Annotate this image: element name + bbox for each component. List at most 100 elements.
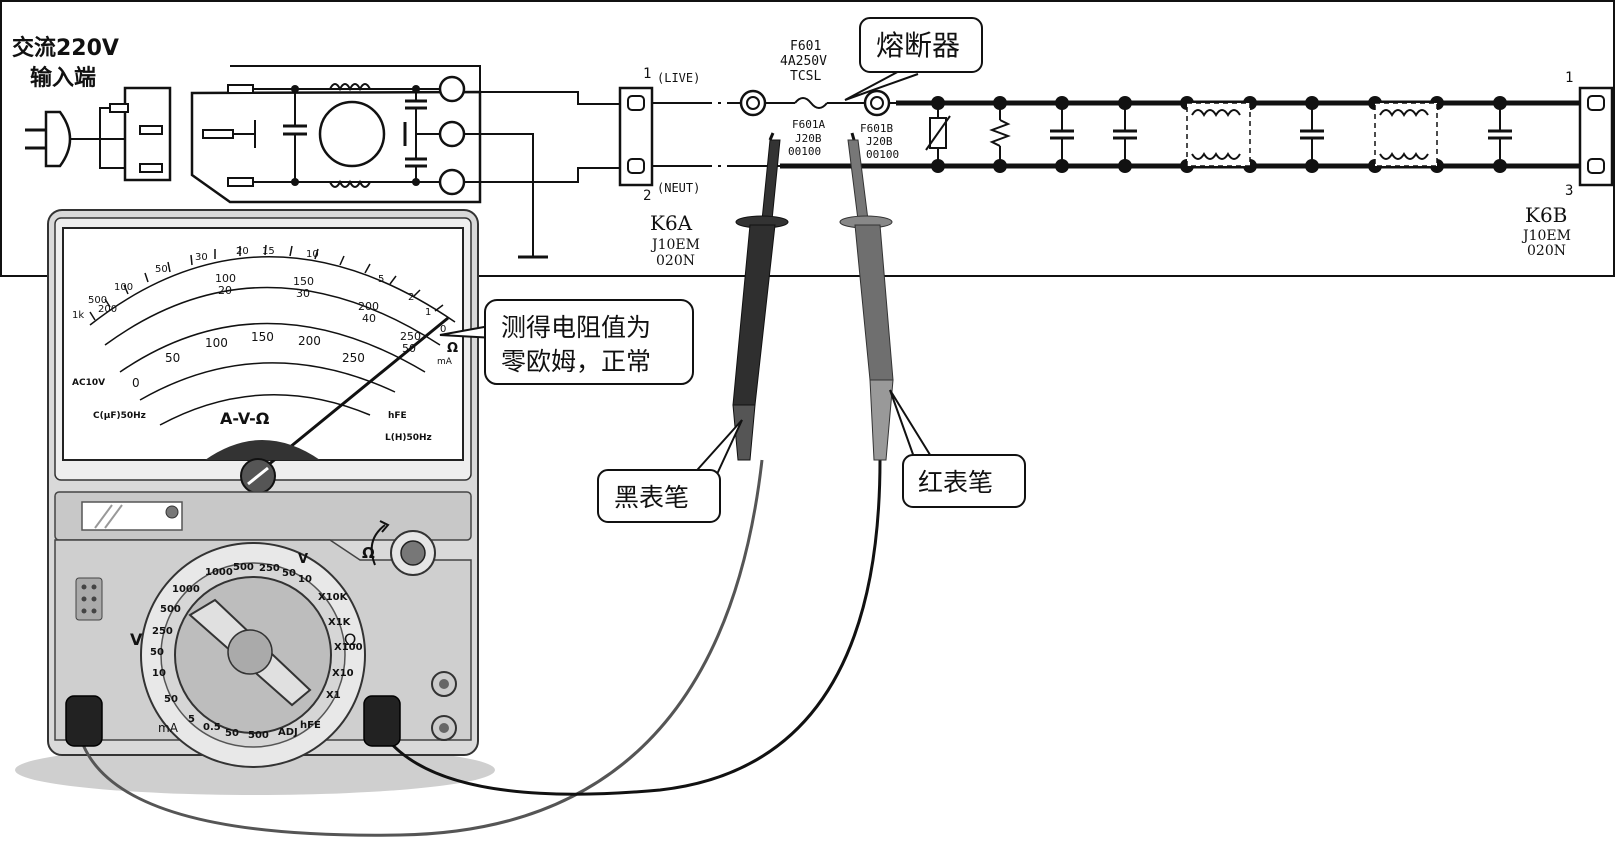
k6a-name: K6A [650,211,693,235]
mid-tick-label: 30 [296,287,310,300]
connector-k6b [1578,86,1614,187]
dial-ring-label: 0.5 [203,722,221,733]
meter-ind-label: L(H)50Hz [385,433,432,443]
dial-ring-label: 50 [282,568,296,579]
dial-ring-label: ADJ [278,727,298,738]
k6b-pin3: 3 [1565,183,1573,199]
dial-ring-label: 500 [160,604,181,615]
dc-tick-label: 200 [298,334,321,348]
knob-label: Ω [362,544,375,562]
dc-tick-label: 50 [165,351,180,365]
dial-ring-label: 10 [152,668,166,679]
ohm-tick-label: 5 [378,274,384,285]
reading-callout-line1: 测得电阻值为 [501,313,651,342]
black-probe [732,132,789,461]
k6a-pin2-label: (NEUT) [657,181,700,195]
mid-tick-label: 250 [400,330,421,343]
dial-ring-label: 5 [188,714,195,725]
fuse-callout-text: 熔断器 [876,29,960,62]
dial-ring-label: X10 [332,668,354,679]
k6b-pin1: 1 [1565,70,1573,86]
ohm-tick-label: 200 [98,304,117,315]
fuse-pad-b-code1: J20B [866,135,893,148]
input-label-line1: 交流220V [12,35,119,61]
mid-tick-label: 100 [215,272,236,285]
dial-ring-label: 50 [225,728,239,739]
fuse-pad-b-code2: 00100 [866,148,899,161]
dial-ring-label: 50 [150,647,164,658]
meter-ac-label: AC10V [72,378,105,388]
red-probe [839,132,894,461]
fuse-component [739,89,900,117]
emi-filter-module [190,65,620,259]
filter-components [925,96,1512,173]
dial-ring-label: 1000 [205,567,233,578]
k6a-pin1-label: (LIVE) [657,71,700,85]
connector-k6a [618,86,654,187]
mid-tick-label: 40 [362,312,376,325]
dial-ring-label: 500 [233,562,254,573]
fuse-pad-b-ref: F601B [860,122,893,135]
fuse-pad-a-code2: 00100 [788,145,821,158]
reading-callout: 测得电阻值为 零欧姆，正常 [439,299,694,385]
ohm-tick-label: 20 [236,246,249,257]
red-probe-callout: 红表笔 [889,389,1026,508]
fuse-type: TCSL [790,69,821,84]
fuse-callout: 熔断器 [844,17,983,101]
mid-tick-label: 200 [358,300,379,313]
dial-ring-label: X1 [326,690,341,701]
dial-ring-labels: 1000 500 250 50 10 X10K X1K X100 X10 X1 … [150,562,363,741]
ohm-tick-label: 50 [155,264,168,275]
dial-ring-label: 250 [259,563,280,574]
red-probe-callout-text: 红表笔 [918,468,993,497]
black-probe-callout-text: 黑表笔 [614,483,689,512]
dial-ring-label: 500 [248,730,269,741]
ohm-tick-label: 0 [440,324,446,335]
dc-tick-label: 150 [251,330,274,344]
dc-tick-label: 100 [205,336,228,350]
k6a-pin1: 1 [643,66,651,82]
ohm-tick-label: 10 [306,249,319,260]
meter-hfe-label: hFE [388,411,407,421]
ohm-tick-label: 500 [88,295,107,306]
meter-ohm-label: Ω [447,341,458,356]
fuse-pad-a-ref: F601A [792,118,825,131]
ohm-tick-label: 2 [408,292,414,303]
meter-cap-label: C(μF)50Hz [93,411,146,421]
k6a-code2: 020N [656,253,695,269]
meter-unit-label: A-V-Ω [220,409,270,428]
ohm-scale: 1k 500 200 100 50 30 20 15 10 5 2 1 0 [72,246,446,335]
reading-callout-line2: 零欧姆，正常 [501,347,651,376]
mid-tick-label: 150 [293,275,314,288]
dial-ring-label: X100 [334,642,363,653]
ohm-tick-label: 30 [195,252,208,263]
k6b-code1: J10EM [1521,228,1571,244]
input-label-line2: 输入端 [30,65,96,91]
k6a-code1: J10EM [650,237,700,253]
dial-ring-label: hFE [300,720,321,731]
dial-ring-label: 250 [152,626,173,637]
dial-ring-label: 1000 [172,584,200,595]
black-probe-callout: 黑表笔 [597,419,743,523]
meter-needle [205,316,449,494]
dial-v-top-label: V [298,552,308,567]
dial-ring-label: 50 [164,694,178,705]
ohm-tick-label: 1 [425,307,431,318]
dc-tick-label: 0 [132,376,140,390]
k6b-code2: 020N [1527,243,1566,259]
fuse-pad-a-code1: J20B [795,132,822,145]
dc-scale: 0 50 100 150 200 250 [132,330,365,390]
range-selector-dial[interactable] [140,542,366,768]
dial-ring-label: X1K [328,617,352,628]
meter-ma-label: mA [437,357,453,367]
k6b-name: K6B [1525,203,1567,227]
ohm-tick-label: 100 [114,282,133,293]
ohm-tick-label: 1k [72,310,84,321]
ac-plug-icon [25,86,172,182]
probe-leads [65,459,882,837]
fuse-ref: F601 [790,39,821,54]
dial-ring-label: X10K [318,592,349,603]
dial-ring-label: 10 [298,574,312,585]
